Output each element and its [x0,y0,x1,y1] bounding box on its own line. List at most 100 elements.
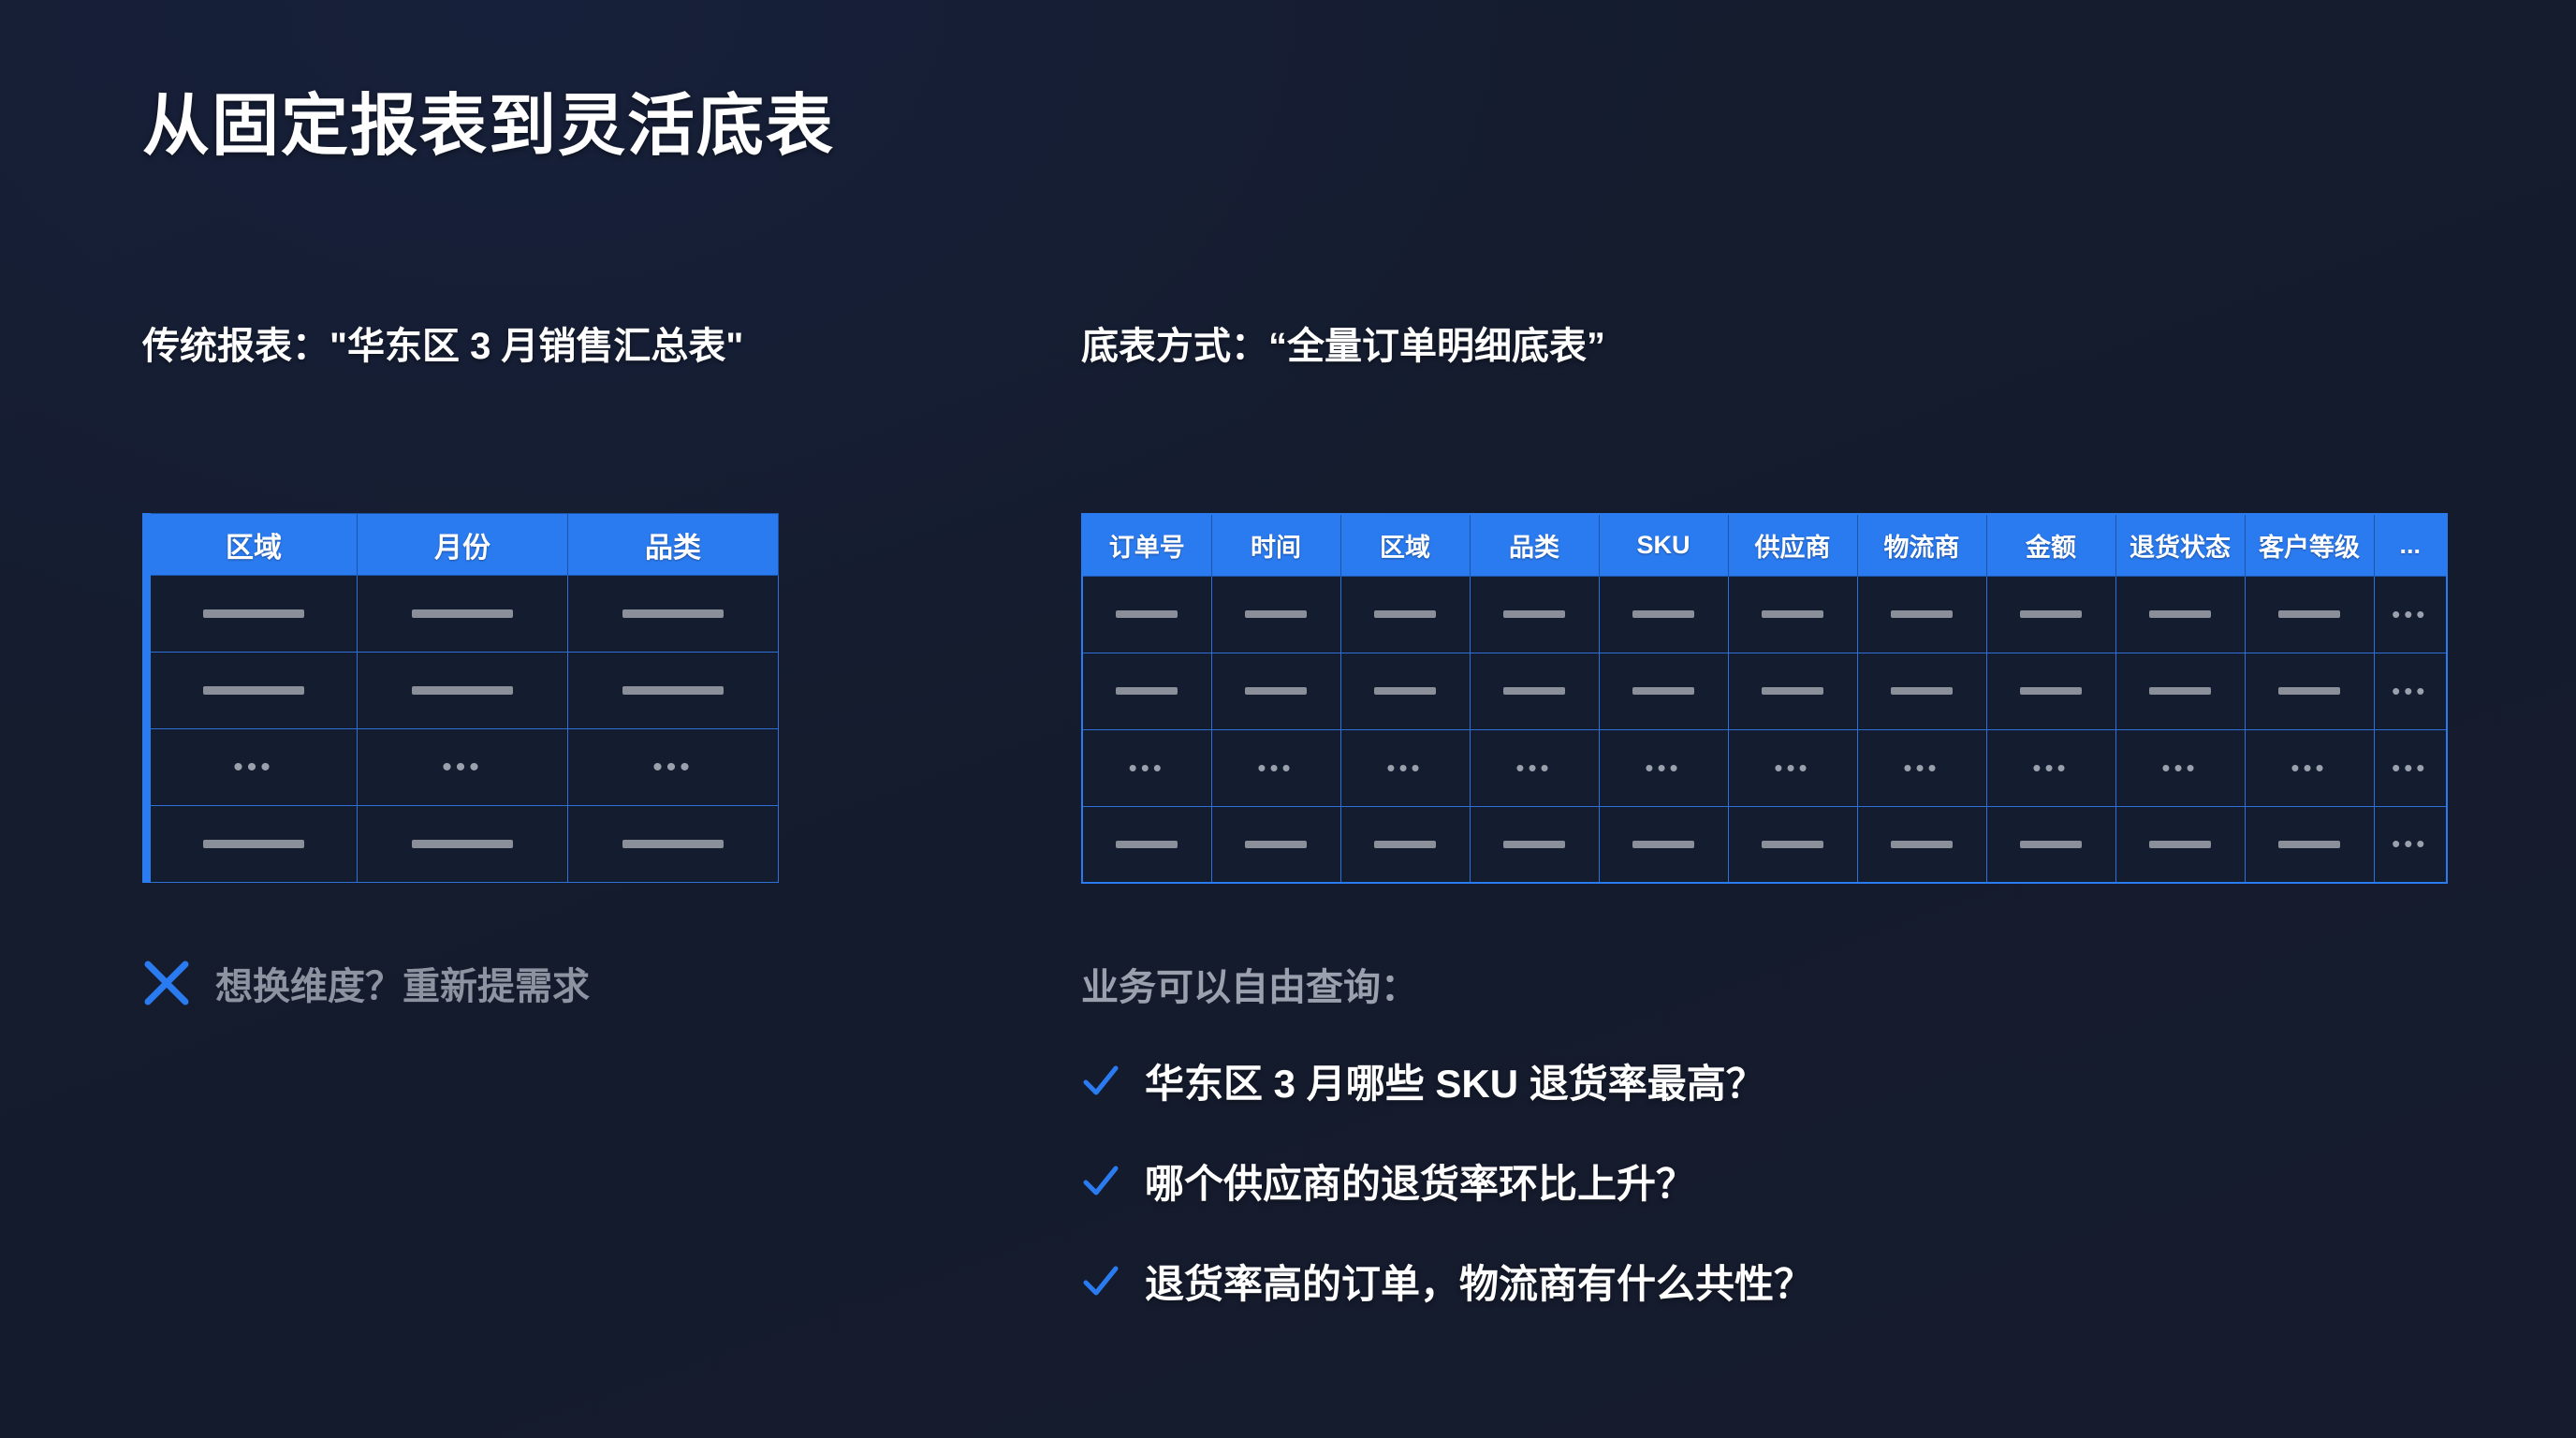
value-placeholder-bar [412,609,513,618]
table-cell [146,652,358,729]
table-cell [1210,805,1341,884]
table-cell [1339,575,1471,653]
table-cell: ••• [567,728,779,806]
value-placeholder-bar [1116,687,1178,695]
ellipsis-placeholder: ••• [442,751,483,783]
value-placeholder-bar [1503,840,1565,848]
value-placeholder-bar [1503,687,1565,695]
table-cell [1856,575,1987,653]
left-panel: 传统报表："华东区 3 月销售汇总表" 区域月份品类 ••••••••• 想换维… [142,322,919,1010]
table-cell [2115,805,2246,884]
value-placeholder-bar [2278,687,2340,695]
value-placeholder-bar [622,685,724,695]
ellipsis-placeholder: ••• [652,751,694,783]
table-cell [1081,652,1212,730]
value-placeholder-bar [2020,840,2082,848]
table-cell [1469,575,1600,653]
value-placeholder-bar [1891,687,1953,695]
column-header: 时间 [1210,513,1341,577]
value-placeholder-bar [1762,687,1823,695]
left-subheading: 传统报表："华东区 3 月销售汇总表" [142,326,744,367]
table-row: ••• ••• ••• [146,728,779,806]
table-cell: ••• [1081,728,1212,807]
table-cell [1339,805,1471,884]
ellipsis-placeholder: ••• [1128,753,1165,782]
value-placeholder-bar [1632,610,1694,618]
column-header: SKU [1598,513,1729,577]
ellipsis-placeholder: ••• [1774,753,1811,782]
table-cell: ••• [2373,805,2448,884]
table-cell [1727,652,1858,730]
value-placeholder-bar [412,685,513,695]
value-placeholder-bar [1891,610,1953,618]
table-cell [1210,575,1341,653]
ellipsis-placeholder: ••• [1515,753,1553,782]
value-placeholder-bar [1245,610,1307,618]
table-cell [1985,805,2116,884]
table-cell [1727,575,1858,653]
table-cell: ••• [357,728,568,806]
traditional-report-table: 区域月份品类 ••••••••• [142,513,779,883]
page-title: 从固定报表到灵活底表 [142,89,836,164]
query-example-item: 华东区 3 月哪些 SKU 退货率最高？ [1081,1052,2448,1109]
table-cell [1210,652,1341,730]
ellipsis-placeholder: ••• [233,751,274,783]
column-header: 物流商 [1856,513,1987,577]
column-header: 区域 [1339,513,1471,577]
ellipsis-placeholder: ••• [2392,676,2429,705]
ellipsis-placeholder: ••• [2392,599,2429,628]
table-cell [1598,652,1729,730]
table-cell: ••• [2373,575,2448,653]
value-placeholder-bar [203,839,304,848]
table-cell [146,805,358,883]
table-cell [1339,652,1471,730]
table-cell: ••• [1985,728,2116,807]
table-cell [567,652,779,729]
table-cell [1985,652,2116,730]
value-placeholder-bar [1762,840,1823,848]
value-placeholder-bar [203,685,304,695]
traditional-report-table-wrapper: 区域月份品类 ••••••••• [142,513,919,883]
value-placeholder-bar [2149,687,2211,695]
table-cell: ••• [2373,728,2448,807]
column-header: 区域 [146,513,358,576]
table-cell: ••• [1469,728,1600,807]
table-cell [357,805,568,883]
table-cell: ••• [2244,728,2375,807]
table-cell [1856,805,1987,884]
table-row: ••• [1081,575,2448,653]
table-cell [1081,575,1212,653]
table-cell [1856,652,1987,730]
column-header: 金额 [1985,513,2116,577]
query-example-text: 哪个供应商的退货率环比上升？ [1145,1162,1696,1206]
value-placeholder-bar [622,609,724,618]
ellipsis-placeholder: ••• [2392,829,2429,858]
value-placeholder-bar [2020,610,2082,618]
value-placeholder-bar [622,839,724,848]
value-placeholder-bar [1891,840,1953,848]
left-note: 想换维度？重新提需求 [142,956,919,1010]
ellipsis-placeholder: ••• [1645,753,1682,782]
table-row [146,652,779,729]
value-placeholder-bar [1374,610,1436,618]
check-icon [1081,1062,1120,1101]
left-note-text: 想换维度？重新提需求 [215,966,590,1007]
query-example-item: 退货率高的订单，物流商有什么共性？ [1081,1253,2448,1310]
value-placeholder-bar [1116,610,1178,618]
table-cell [1598,805,1729,884]
table-cell [146,575,358,653]
table-cell: ••• [1598,728,1729,807]
table-cell [357,575,568,653]
table-cell [1469,652,1600,730]
table-cell: ••• [1727,728,1858,807]
value-placeholder-bar [1632,840,1694,848]
table-cell [2115,652,2246,730]
table-cell [1727,805,1858,884]
query-example-text: 华东区 3 月哪些 SKU 退货率最高？ [1145,1062,1765,1106]
value-placeholder-bar [2278,610,2340,618]
value-placeholder-bar [1245,687,1307,695]
